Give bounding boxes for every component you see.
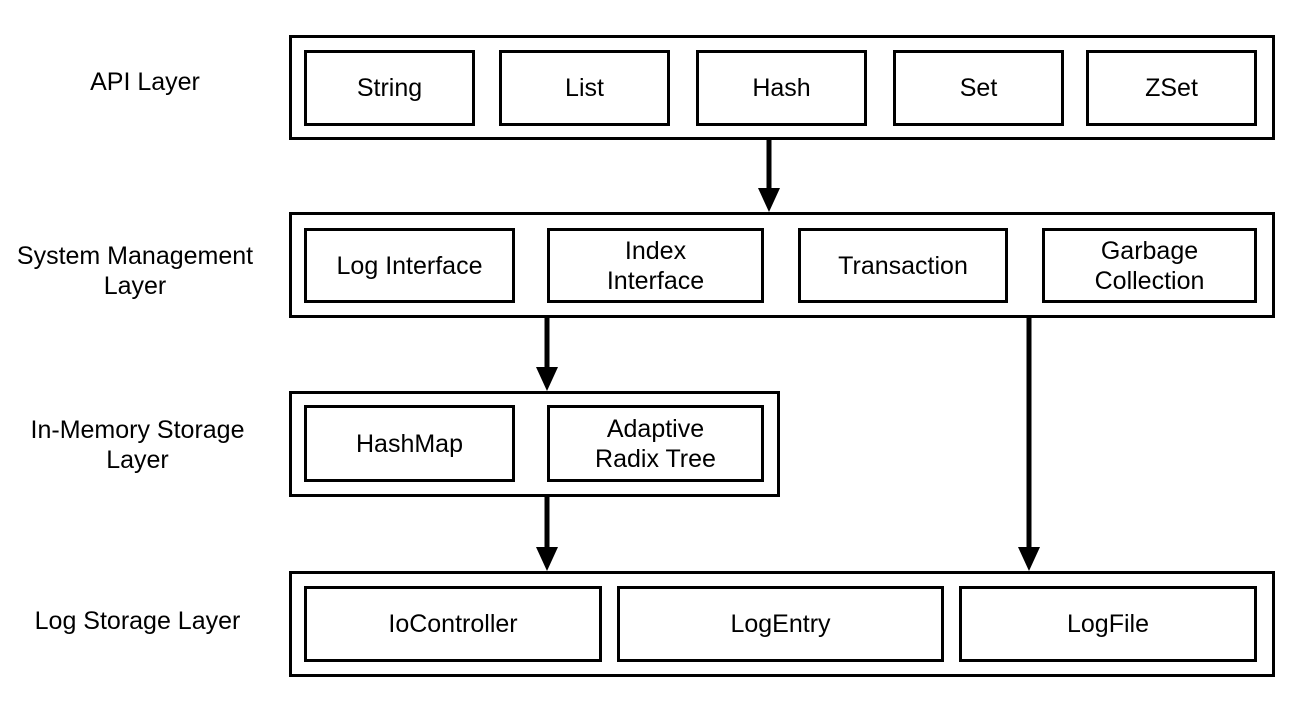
in-memory-storage-layer-label: In-Memory Storage Layer (30, 416, 245, 474)
log-box-logentry: LogEntry (617, 586, 944, 662)
log-box-iocontroller: IoController (304, 586, 602, 662)
arrow-system-to-log (1018, 318, 1040, 571)
arrow-api-to-system (758, 140, 780, 212)
api-box-set: Set (893, 50, 1064, 126)
system-box-transaction: Transaction (798, 228, 1008, 303)
system-box-garbage-collection: Garbage Collection (1042, 228, 1257, 303)
system-box-index-interface: Index Interface (547, 228, 764, 303)
memory-box-hashmap: HashMap (304, 405, 515, 482)
arrow-memory-to-log (536, 497, 558, 571)
log-box-logfile: LogFile (959, 586, 1257, 662)
api-layer-label: API Layer (90, 68, 200, 96)
api-box-zset: ZSet (1086, 50, 1257, 126)
system-box-log-interface: Log Interface (304, 228, 515, 303)
api-box-string: String (304, 50, 475, 126)
api-box-hash: Hash (696, 50, 867, 126)
api-box-list: List (499, 50, 670, 126)
log-storage-layer-label: Log Storage Layer (34, 607, 241, 635)
system-management-layer-label: System Management Layer (16, 242, 254, 300)
arrow-system-to-memory (536, 318, 558, 391)
memory-box-adaptive-radix-tree: Adaptive Radix Tree (547, 405, 764, 482)
